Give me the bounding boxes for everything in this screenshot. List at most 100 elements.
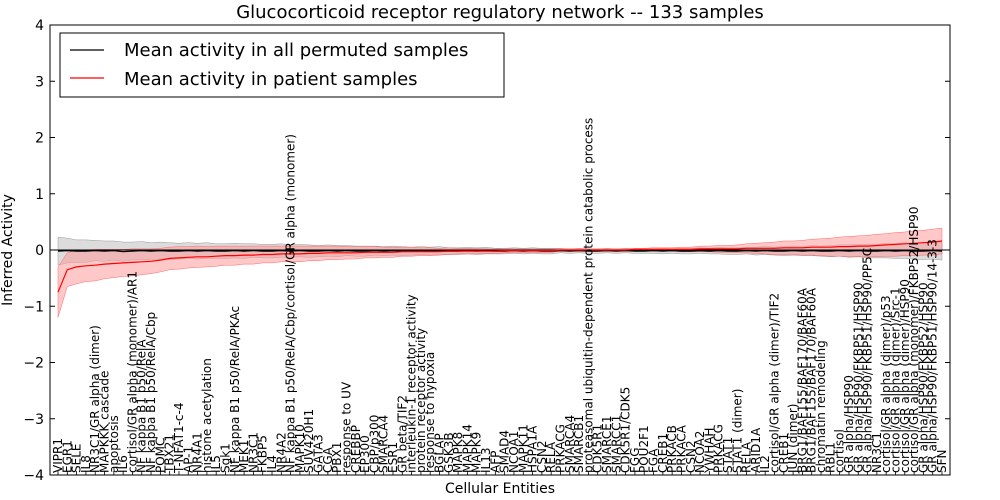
- x-tick-label: IL8: [79, 455, 93, 473]
- x-tick-label: response to hypoxia: [423, 352, 437, 473]
- x-tick-label: RELA: [740, 441, 754, 473]
- x-tick-label: cortisol/GR alpha (dimer)/TIF2: [768, 293, 782, 473]
- x-tick-label: protein receptor activity: [414, 328, 428, 473]
- x-tick-label: MAPK14: [460, 424, 474, 473]
- x-tick-label: IL13: [479, 448, 493, 474]
- x-tick-label: SMARCC1: [609, 415, 623, 473]
- x-tick-label: apoptosis: [107, 415, 121, 473]
- x-tick-label: POU2F1: [637, 425, 651, 473]
- x-tick-label: STAT1 (dimer): [730, 389, 744, 473]
- chart-title: Glucocorticoid receptor regulatory netwo…: [236, 2, 764, 23]
- x-tick-label: GR alpha/HSP90/FKBP52/HSP90: [916, 282, 930, 473]
- x-tick-label: GR beta/TIF2: [395, 395, 409, 473]
- x-tick-label: histone acetylation: [200, 358, 214, 473]
- y-tick-label: −2: [23, 356, 44, 372]
- x-tick-label: IL6: [116, 455, 130, 473]
- y-tick-label: −3: [23, 412, 44, 428]
- x-tick-label: IL4: [265, 455, 279, 473]
- x-tick-label: PRKACA: [675, 424, 689, 473]
- x-tick-label: NR3C1: [246, 432, 260, 473]
- x-tick-label: PRKACG: [554, 424, 568, 473]
- x-tick-label: T-NFAT1-c-4: [172, 403, 186, 474]
- y-tick-label: 0: [35, 243, 44, 259]
- x-tick-label: MAPK8: [451, 432, 465, 473]
- x-tick-label: chromatin remodeling: [814, 340, 828, 473]
- x-tick-label: FGG: [628, 448, 642, 474]
- x-tick-label: GR alpha/HSP90/FKBP51/HSP90: [851, 282, 865, 473]
- legend: Mean activity in all permuted samples Me…: [59, 32, 505, 98]
- y-tick-label: −1: [23, 299, 44, 315]
- y-tick-label: 3: [35, 74, 44, 90]
- x-tick-label: BRG1/BAF155/BAF170/BAF60A: [805, 287, 819, 473]
- y-tick-label: 2: [35, 131, 44, 147]
- x-tick-label: Sgk1: [219, 443, 233, 473]
- x-tick-label: CSN2: [684, 440, 698, 473]
- x-tick-label: AP-1: [181, 446, 195, 473]
- legend-label-patient: Mean activity in patient samples: [124, 69, 418, 90]
- x-tick-label: PBX1: [330, 442, 344, 473]
- x-tick-label: NR3C1: [870, 432, 884, 473]
- x-tick-label: MEK1: [237, 440, 251, 473]
- x-tick-label: NF kappa B1 p50/RelA: [135, 339, 149, 473]
- x-tick-label: MAPKKK cascade: [98, 371, 112, 473]
- x-tick-label: MAPK11: [516, 424, 530, 473]
- y-tick-label: 4: [35, 18, 44, 34]
- x-tick-label: interleukin-1 receptor activity: [405, 294, 419, 473]
- x-tick-label: NF kappa B1 p50/RelA/Cbp: [144, 312, 158, 473]
- x-tick-label: NF kappa B1 p50/RelA/PKAc: [228, 306, 242, 473]
- x-tick-label: SMARCB1: [572, 415, 586, 473]
- x-tick-label: SMARCA4: [563, 415, 577, 473]
- x-tick-label: FGA: [647, 448, 661, 473]
- x-tick-label: SELE: [70, 444, 84, 473]
- x-tick-label: BGLAP: [433, 433, 447, 473]
- x-tick-label: MAPK9: [470, 432, 484, 473]
- x-tick-label: SMAD4: [498, 430, 512, 473]
- x-tick-label: NR4A2: [274, 432, 288, 473]
- x-tick-label: NCOA1: [507, 431, 521, 473]
- x-tick-label: GSK3B: [442, 432, 456, 473]
- x-tick-label: RELA: [544, 441, 558, 473]
- x-tick-label: SFN: [935, 450, 949, 474]
- x-tick-label: cortisol/GR alpha (dimer)/p53: [879, 295, 893, 473]
- x-tick-label: cortisol/GR alpha (monomer)/FKBP52/HSP90: [907, 206, 921, 473]
- x-tick-label: PRKACG: [712, 424, 726, 473]
- x-tick-label: VIPR1: [51, 438, 65, 473]
- x-tick-label: SMARCA4: [377, 415, 391, 473]
- x-tick-label: response to UV: [340, 381, 354, 473]
- x-tick-label: CREB1: [656, 433, 670, 473]
- x-tick-label: GATA3: [312, 434, 326, 473]
- x-tick-label: cortisol/GR alpha (monomer)/AR1: [125, 271, 139, 473]
- x-tick-label: CDK5R1: [591, 424, 605, 473]
- legend-label-permuted: Mean activity in all permuted samples: [124, 40, 468, 61]
- patient-mean-line: [57, 240, 943, 293]
- x-tick-label: ARID1A: [749, 427, 763, 473]
- x-tick-label: TBX21: [163, 434, 177, 474]
- x-tick-label: CREBBP: [349, 425, 363, 473]
- x-tick-label: SMARCE1: [600, 415, 614, 473]
- x-tick-label: BRG1/BAF155/BAF170/BAF60A: [795, 287, 809, 473]
- y-tick-label: −4: [23, 468, 44, 484]
- x-tick-label: cortisol: [833, 429, 847, 473]
- x-tick-label: AFP: [488, 451, 502, 473]
- x-tick-label: YWHAH: [702, 428, 716, 474]
- x-tick-label: GR alpha/HSP90/FKBP51/HSP90/PP5C: [861, 248, 875, 473]
- x-tick-label: NF kappa B1 p50/RelA/Cbp/cortisol/GR alp…: [284, 134, 298, 473]
- x-tick-label: cortisol/GR alpha (dimer)/HSP90: [898, 279, 912, 473]
- x-tick-label: CREB1: [777, 433, 791, 473]
- x-tick-label: HSPA1A: [526, 425, 540, 473]
- x-tick-label: CDK5R1/CDK5: [619, 387, 633, 473]
- x-tick-label: CSN2: [535, 440, 549, 473]
- x-tick-label: IL5: [209, 455, 223, 473]
- x-tick-label: STAT1: [721, 437, 735, 473]
- x-tick-label: POMC: [153, 438, 167, 473]
- x-tick-label: proteasomal ubiquitin-dependent protein …: [581, 118, 595, 473]
- x-tick-label: PRKACB: [665, 425, 679, 473]
- x-tick-label: GR alpha/HSP90: [842, 375, 856, 473]
- x-tick-label: CBP/p300: [367, 415, 381, 473]
- x-tick-label: NCOA2: [693, 431, 707, 473]
- x-axis-label: Cellular Entities: [445, 481, 555, 497]
- x-tick-label: EGR1: [60, 440, 74, 473]
- x-tick-label: NR3C1/GR alpha (dimer): [88, 325, 102, 473]
- x-tick-label: NR4A1: [191, 432, 205, 473]
